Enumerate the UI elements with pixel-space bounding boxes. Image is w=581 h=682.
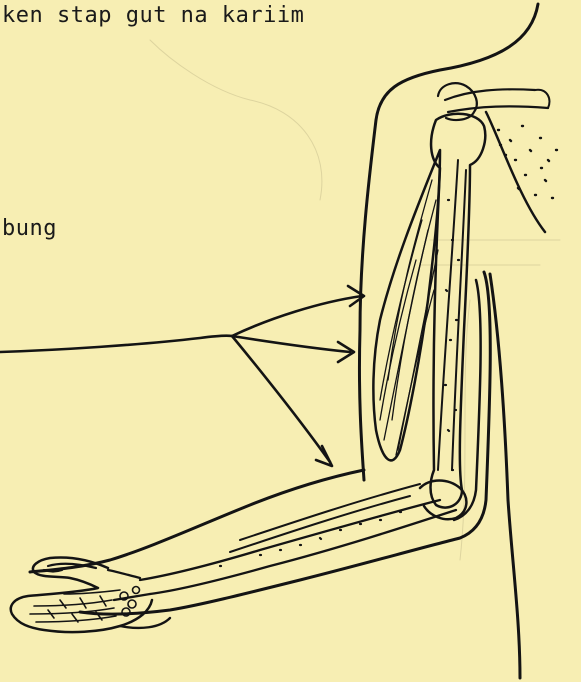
body-outline — [359, 4, 538, 480]
collarbone-end — [535, 90, 549, 108]
bleed-through-marks — [150, 40, 560, 560]
arrowhead-lower — [316, 446, 332, 466]
wrist — [108, 570, 150, 600]
radius-bone — [140, 500, 440, 580]
pointer-line-upper — [232, 296, 362, 336]
forearm-outline — [30, 470, 364, 572]
forearm-stipple — [220, 512, 401, 566]
torso-outline — [490, 274, 520, 678]
shoulder-outline — [486, 112, 545, 232]
collarbone — [445, 89, 548, 112]
pointer-line-middle — [232, 336, 350, 352]
tendon-line — [438, 160, 466, 470]
pointer-line-lower — [232, 336, 330, 462]
pointer-line-main — [0, 336, 232, 352]
hand-bones — [30, 587, 140, 623]
forearm-muscle-line — [230, 484, 420, 552]
